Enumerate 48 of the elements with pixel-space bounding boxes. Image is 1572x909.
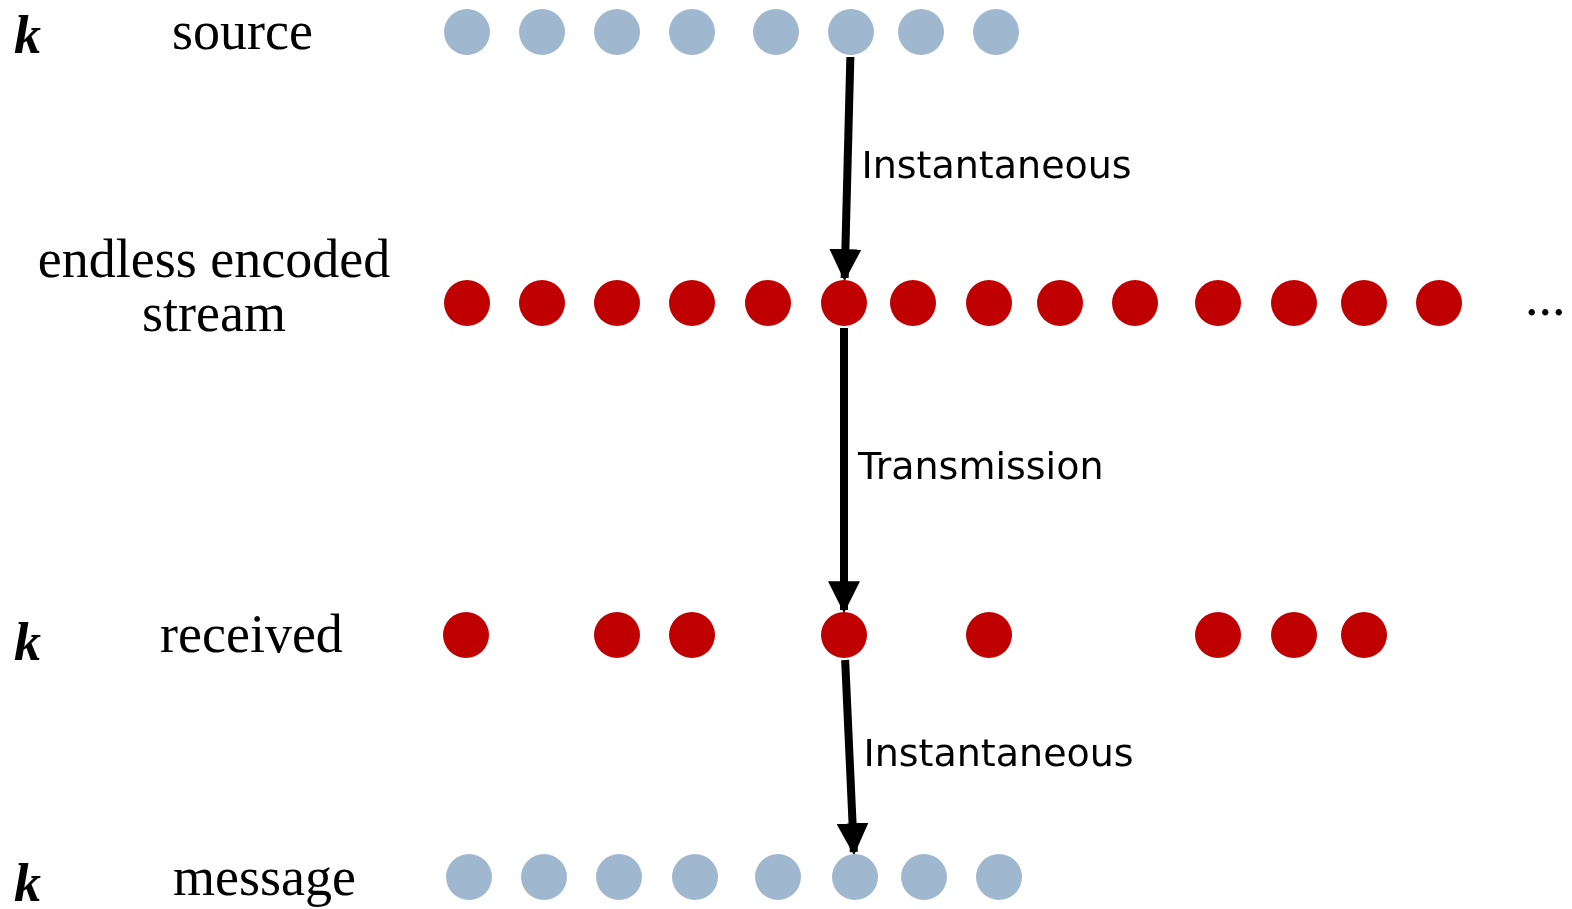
dot [669,9,715,55]
arrow [829,56,862,282]
arrow [836,659,869,856]
dot [521,854,567,900]
dot [519,280,565,326]
variable-label: k [14,8,41,62]
row-label: received [160,607,343,661]
dot [1416,280,1462,326]
dot [594,612,640,658]
dot [828,9,874,55]
row-label: endless encoded stream [36,232,392,340]
dot [973,9,1019,55]
dot [755,854,801,900]
dot [966,612,1012,658]
dot [596,854,642,900]
dot [594,9,640,55]
dot [443,612,489,658]
dot [1341,280,1387,326]
dot [832,854,878,900]
dot [966,280,1012,326]
variable-label: k [14,615,41,669]
dot [1271,280,1317,326]
dot [444,280,490,326]
arrow [828,328,860,614]
dot [745,280,791,326]
dot [901,854,947,900]
dot [444,9,490,55]
row-label: source [172,4,313,58]
dot [1112,280,1158,326]
dot [821,612,867,658]
dot [898,9,944,55]
dot [594,280,640,326]
dot [753,9,799,55]
dot [976,854,1022,900]
dot [1037,280,1083,326]
ellipsis: ... [1525,270,1566,324]
dot [821,280,867,326]
dot [669,280,715,326]
dot [1341,612,1387,658]
dot [446,854,492,900]
dot [672,854,718,900]
dot [1195,612,1241,658]
variable-label: k [14,856,41,909]
dot [1195,280,1241,326]
dot [1271,612,1317,658]
dot [890,280,936,326]
dot [669,612,715,658]
dot [519,9,565,55]
